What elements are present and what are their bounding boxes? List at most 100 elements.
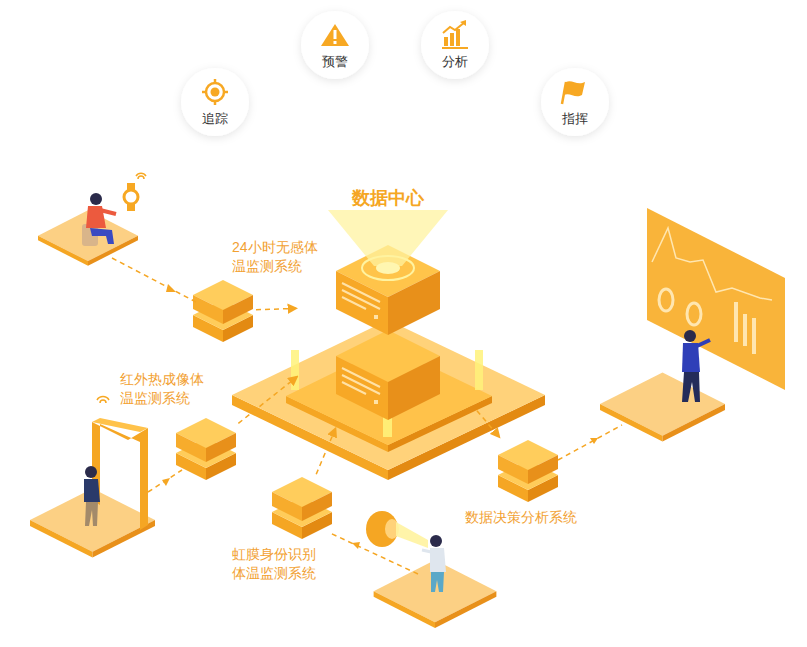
leader-arrowheads <box>352 542 360 549</box>
data-flow-connector <box>316 429 335 475</box>
analysis-screen <box>647 208 785 402</box>
analysis-screen <box>659 289 673 311</box>
thermal-gate <box>84 397 148 530</box>
menu-label: 预警 <box>322 54 348 70</box>
data-flow-connector <box>477 411 499 437</box>
menu-circles <box>181 68 249 136</box>
data-center-platform <box>291 350 299 390</box>
analysis-screen <box>687 303 701 325</box>
leader-arrowheads <box>162 284 598 549</box>
system-cubes <box>272 477 332 539</box>
system-cube: 24小时无感体 温监测系统 <box>193 280 253 342</box>
leader-lines <box>112 258 196 302</box>
menu-icons <box>334 41 337 44</box>
menu-circles <box>541 68 609 136</box>
system-cubes <box>498 440 558 502</box>
data-flow-connector <box>238 377 297 423</box>
menu-circles <box>301 11 369 79</box>
data-center-platform <box>362 256 414 280</box>
data-center: 数据中心 <box>300 185 475 425</box>
watch-person <box>82 173 146 246</box>
menu-icons <box>211 88 220 97</box>
system-cubes <box>176 418 236 480</box>
system-label: 数据决策分析系统 <box>465 508 577 527</box>
menu-icons <box>214 79 217 84</box>
menu-icons <box>214 100 217 105</box>
analysis-screen <box>647 208 785 390</box>
watch-person <box>124 190 138 204</box>
menu-icons <box>321 24 349 46</box>
data-center-platform <box>336 330 440 420</box>
menu-icons <box>202 79 228 105</box>
iris-scanner <box>396 522 428 548</box>
menu-label: 追踪 <box>202 111 228 127</box>
data-center-platform <box>475 350 483 390</box>
menu-label: 指挥 <box>562 111 588 127</box>
data-center-platform <box>232 320 545 470</box>
analysis-screen <box>697 340 710 346</box>
menu-label: 分析 <box>442 54 468 70</box>
menu-icons <box>334 30 337 39</box>
thermal-gate <box>85 502 98 526</box>
system-cube: 虹膜身份识别 体温监测系统 <box>272 477 332 539</box>
thermal-gate <box>84 479 100 502</box>
menu-icons <box>443 22 465 33</box>
data-flow-connector <box>256 308 296 309</box>
iris-scanner <box>422 550 431 552</box>
iris-scanner <box>366 511 398 547</box>
menu-circles <box>421 11 489 79</box>
system-cube: 红外热成像体 温监测系统 <box>176 418 236 480</box>
leader-arrowheads <box>590 438 598 444</box>
watch-person <box>90 228 114 244</box>
menu-icons <box>202 91 207 94</box>
iris-scanner <box>431 572 444 592</box>
iris-scanner <box>366 511 446 592</box>
analysis-screen <box>684 330 696 342</box>
watch-person <box>100 210 116 214</box>
menu-icons <box>223 91 228 94</box>
menu-circle: 预警 <box>301 11 369 79</box>
menu-circle: 追踪 <box>181 68 249 136</box>
watch-person <box>90 193 102 205</box>
menu-icons <box>202 20 585 105</box>
analysis-screen <box>752 318 756 354</box>
analysis-screen <box>682 343 700 372</box>
menu-icons <box>460 20 466 26</box>
leader-lines <box>558 425 622 460</box>
watch-person <box>127 204 135 211</box>
leader-arrowheads <box>166 284 176 292</box>
person-platforms <box>600 372 725 441</box>
menu-icons <box>206 83 224 101</box>
data-center-platform <box>328 210 448 266</box>
iris-scanner <box>430 535 442 547</box>
center-title: 数据中心 <box>300 188 475 210</box>
menu-circles <box>181 11 609 136</box>
thermal-gate <box>92 422 148 530</box>
system-label: 虹膜身份识别 体温监测系统 <box>232 545 324 583</box>
data-center-platform <box>232 210 545 480</box>
thermal-gate <box>92 418 148 432</box>
system-label: 24小时无感体 温监测系统 <box>232 238 324 276</box>
leader-lines <box>148 470 182 492</box>
menu-icons <box>564 81 585 96</box>
leader-lines <box>112 258 622 574</box>
thermal-gate <box>85 466 97 478</box>
menu-icons <box>450 33 454 46</box>
system-label: 红外热成像体 温监测系统 <box>120 370 212 408</box>
data-center-platform <box>376 262 400 274</box>
menu-circle: 分析 <box>421 11 489 79</box>
thermal-gate <box>97 397 109 403</box>
leader-arrowheads <box>162 478 170 486</box>
watch-person <box>127 183 135 190</box>
iris-scanner <box>430 548 446 572</box>
analysis-screen <box>743 314 747 346</box>
analysis-screen <box>682 372 700 402</box>
person-platforms <box>30 210 725 628</box>
menu-icons <box>456 29 460 46</box>
menu-icons <box>442 47 468 49</box>
system-cube: 数据决策分析系统 <box>498 440 558 502</box>
menu-icons <box>444 37 448 46</box>
